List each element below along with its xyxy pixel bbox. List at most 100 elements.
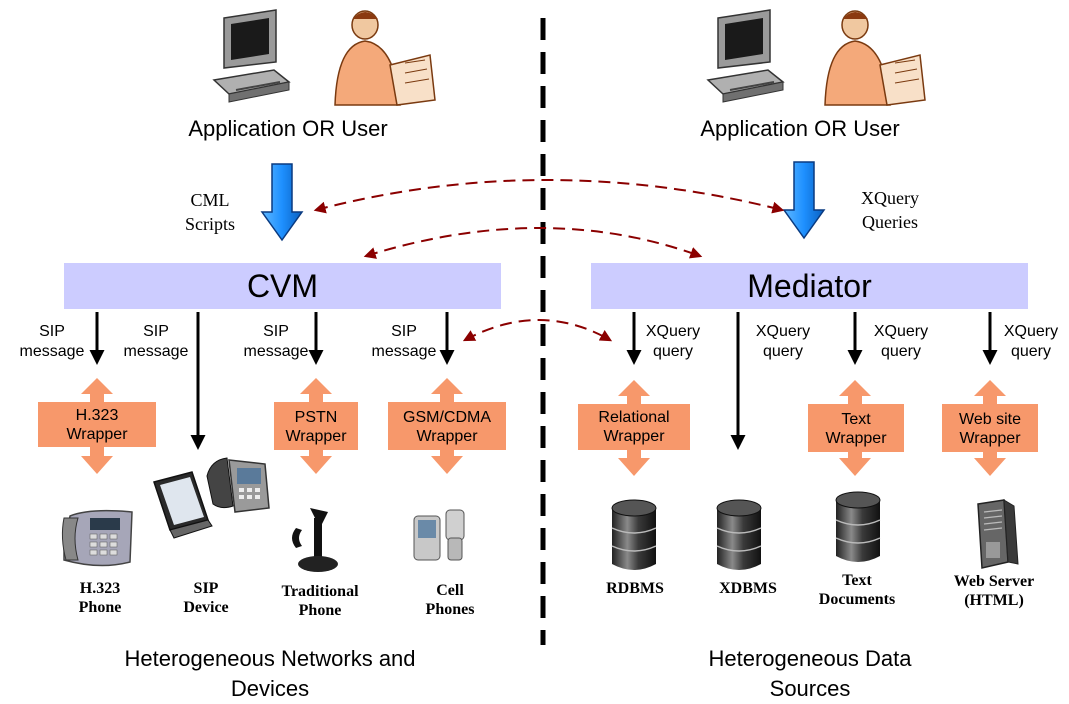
cvm-bar: CVM [64, 263, 501, 309]
database-icon [835, 491, 881, 562]
h323-wrapper: H.323 Wrapper [38, 402, 156, 447]
left-footer-line2: Devices [230, 676, 310, 701]
xquery-query-label: XQuery query [742, 322, 824, 362]
source-line1: Text [842, 572, 872, 589]
source-label: Text Documents [804, 571, 910, 609]
sip-message-line2: message [243, 343, 309, 360]
source-label: Web Server (HTML) [938, 572, 1050, 610]
scripts-down-arrow [260, 163, 304, 242]
mediator-bar: Mediator [591, 263, 1028, 309]
wrapper-line1: GSM/CDMA [403, 409, 491, 426]
xquery-queries-line2: Queries [862, 212, 918, 232]
xquery-query-line1: XQuery [645, 323, 701, 340]
candlestick-phone-icon [292, 508, 338, 572]
device-line2: Phone [78, 599, 122, 616]
xquery-query-line1: XQuery [873, 323, 929, 340]
dashed-link-cvm-mediator [363, 227, 703, 259]
sip-message-line1: SIP [143, 323, 169, 340]
relational-wrapper: Relational Wrapper [578, 404, 690, 450]
sip-message-line1: SIP [391, 323, 417, 340]
wrapper-line2: Wrapper [285, 428, 347, 445]
queries-down-arrow [782, 161, 826, 240]
text-wrapper: Text Wrapper [808, 404, 904, 452]
xquery-queries-label: XQuery Queries [845, 186, 935, 234]
xquery-query-line2: query [652, 343, 694, 360]
xquery-query-label: XQuery query [990, 322, 1069, 362]
xquery-query-label: XQuery query [860, 322, 942, 362]
right-footer-line1: Heterogeneous Data [708, 646, 912, 671]
wrapper-line1: Relational [598, 409, 670, 426]
xquery-query-label: XQuery query [632, 322, 714, 362]
sip-message-line2: message [19, 343, 85, 360]
xquery-query-line1: XQuery [755, 323, 811, 340]
database-icon [611, 499, 657, 570]
left-app-user-label: Application OR User [188, 116, 388, 141]
ip-phone-icon [206, 457, 270, 513]
device-label: Traditional Phone [266, 582, 374, 620]
source-line1: Web Server [953, 573, 1035, 590]
device-line1: SIP [193, 580, 219, 597]
wrapper-line1: Text [841, 411, 871, 428]
device-label: SIP Device [166, 579, 246, 617]
source-line2: (HTML) [964, 592, 1024, 609]
wrapper-line1: PSTN [294, 409, 338, 426]
cml-scripts-line1: CML [190, 190, 230, 210]
wrapper-line2: Wrapper [416, 428, 478, 445]
source-label: XDBMS [698, 579, 798, 598]
left-footer-line1: Heterogeneous Networks and [124, 646, 416, 671]
sip-message-line1: SIP [263, 323, 289, 340]
user-icon [824, 10, 926, 106]
device-line2: Device [183, 599, 229, 616]
xquery-query-line2: query [1010, 343, 1052, 360]
device-label: H.323 Phone [60, 579, 140, 617]
device-line1: Traditional [281, 583, 359, 600]
sip-message-line2: message [123, 343, 189, 360]
user-icon [334, 10, 436, 106]
source-line1: RDBMS [606, 580, 664, 597]
sip-message-line2: message [371, 343, 437, 360]
pstn-wrapper: PSTN Wrapper [274, 402, 358, 450]
website-wrapper: Web site Wrapper [942, 404, 1038, 452]
device-label: Cell Phones [410, 581, 490, 619]
right-app-user-label: Application OR User [700, 116, 900, 141]
xquery-query-line1: XQuery [1003, 323, 1059, 340]
cvm-label: CVM [246, 268, 319, 304]
source-line2: Documents [818, 591, 896, 608]
wrapper-line1: H.323 [75, 407, 119, 424]
database-icon [716, 499, 762, 570]
sip-message-line1: SIP [39, 323, 65, 340]
left-footer: Heterogeneous Networks and Devices [40, 644, 500, 704]
wrapper-line2: Wrapper [825, 430, 887, 447]
dashed-link-sip-xquery [462, 319, 613, 342]
device-line2: Phones [425, 601, 475, 618]
device-line1: H.323 [79, 580, 121, 597]
wrapper-line2: Wrapper [959, 430, 1021, 447]
device-line2: Phone [298, 602, 342, 619]
xquery-queries-line1: XQuery [861, 188, 919, 208]
cml-scripts-line2: Scripts [184, 214, 235, 234]
cell-phone-icon [413, 509, 465, 561]
xquery-query-line2: query [762, 343, 804, 360]
sip-message-label: SIP message [362, 322, 446, 362]
source-label: RDBMS [585, 579, 685, 598]
dashed-link-scripts-queries [313, 179, 785, 214]
gsm-cdma-wrapper: GSM/CDMA Wrapper [388, 402, 506, 450]
sip-message-label: SIP message [116, 322, 196, 362]
wrapper-line2: Wrapper [603, 428, 665, 445]
sip-message-label: SIP message [12, 322, 92, 362]
desk-phone-icon [61, 509, 133, 567]
wrapper-line1: Web site [959, 411, 1021, 428]
cml-scripts-label: CML Scripts [170, 188, 250, 236]
source-line1: XDBMS [719, 580, 777, 597]
right-footer-line2: Sources [769, 676, 851, 701]
xquery-query-line2: query [880, 343, 922, 360]
computer-icon [706, 9, 785, 103]
sip-message-label: SIP message [236, 322, 316, 362]
server-icon [977, 499, 1019, 569]
mediator-label: Mediator [747, 268, 872, 304]
laptop-icon [153, 471, 213, 539]
right-footer: Heterogeneous Data Sources [600, 644, 1020, 704]
wrapper-line2: Wrapper [66, 426, 128, 443]
